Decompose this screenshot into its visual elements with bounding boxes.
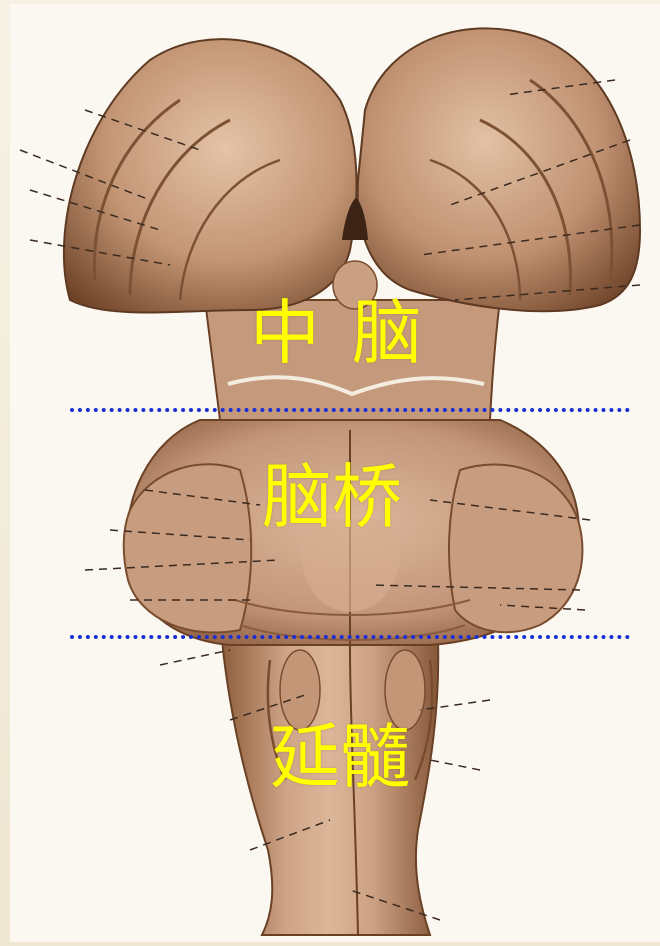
label-midbrain: 中脑 <box>250 298 454 368</box>
divider-midbrain-pons <box>70 408 630 412</box>
label-medulla: 延髓 <box>270 722 410 792</box>
divider-pons-medulla <box>70 635 630 639</box>
label-pons: 脑桥 <box>262 462 402 532</box>
